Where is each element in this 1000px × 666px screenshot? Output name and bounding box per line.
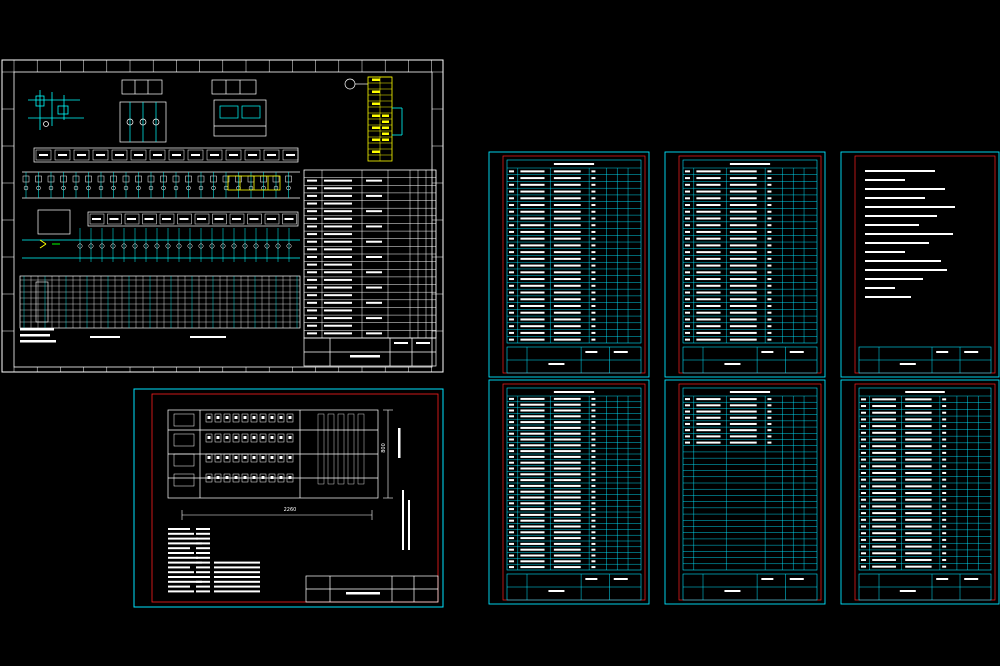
meter-circuit-diagram [211,79,267,137]
sheet-notes [840,151,1000,378]
sheet-bom-3 [488,379,650,605]
wiring-harness [19,275,301,329]
feeder-circuits-row-2 [22,228,300,262]
control-cabinet-symbol [344,78,368,90]
title-block [682,573,818,601]
cabinet-modules-grid [173,413,365,487]
title-block [858,346,992,374]
feeder-circuits-row-1 [22,171,300,199]
cabinet-notes-text [168,528,260,593]
bom-table [682,159,818,344]
bill-of-materials-sheets [488,151,1000,605]
busbar-feeder-row-1 [33,147,299,163]
bom-table [682,387,818,571]
cabinet-title-block [305,575,439,603]
feeder-highlighted-yellow [227,175,281,191]
title-block [682,346,818,374]
sheet-bom-1 [488,151,650,378]
cabinet-side-annotation [398,428,410,550]
breaker-group-diagram [119,79,167,143]
notes-text [865,170,955,298]
sheet-bom-2 [664,151,826,378]
dimension-line-width [181,510,373,520]
dimension-label-width: 2260 [284,507,297,513]
component-list-table [303,169,437,339]
dimension-line-height [383,409,393,499]
bom-table [506,387,642,571]
frame-grid-ticks [2,60,443,372]
bom-table [858,387,992,571]
sheet-cabinet-layout: 2260 800 [133,388,444,608]
sheet-bom-5 [840,379,1000,605]
busbar-feeder-row-2 [37,209,299,235]
terminal-block-yellow [367,76,403,162]
legend-notes [20,328,226,343]
sheet-main-schematic [1,59,444,373]
sheet-bom-4 [664,379,826,605]
dimension-label-height: 800 [381,443,387,453]
title-block [858,573,992,601]
incoming-circuit-diagram [28,90,84,130]
main-title-block [303,337,437,367]
title-block [506,573,642,601]
bom-table [506,159,642,344]
title-block [506,346,642,374]
